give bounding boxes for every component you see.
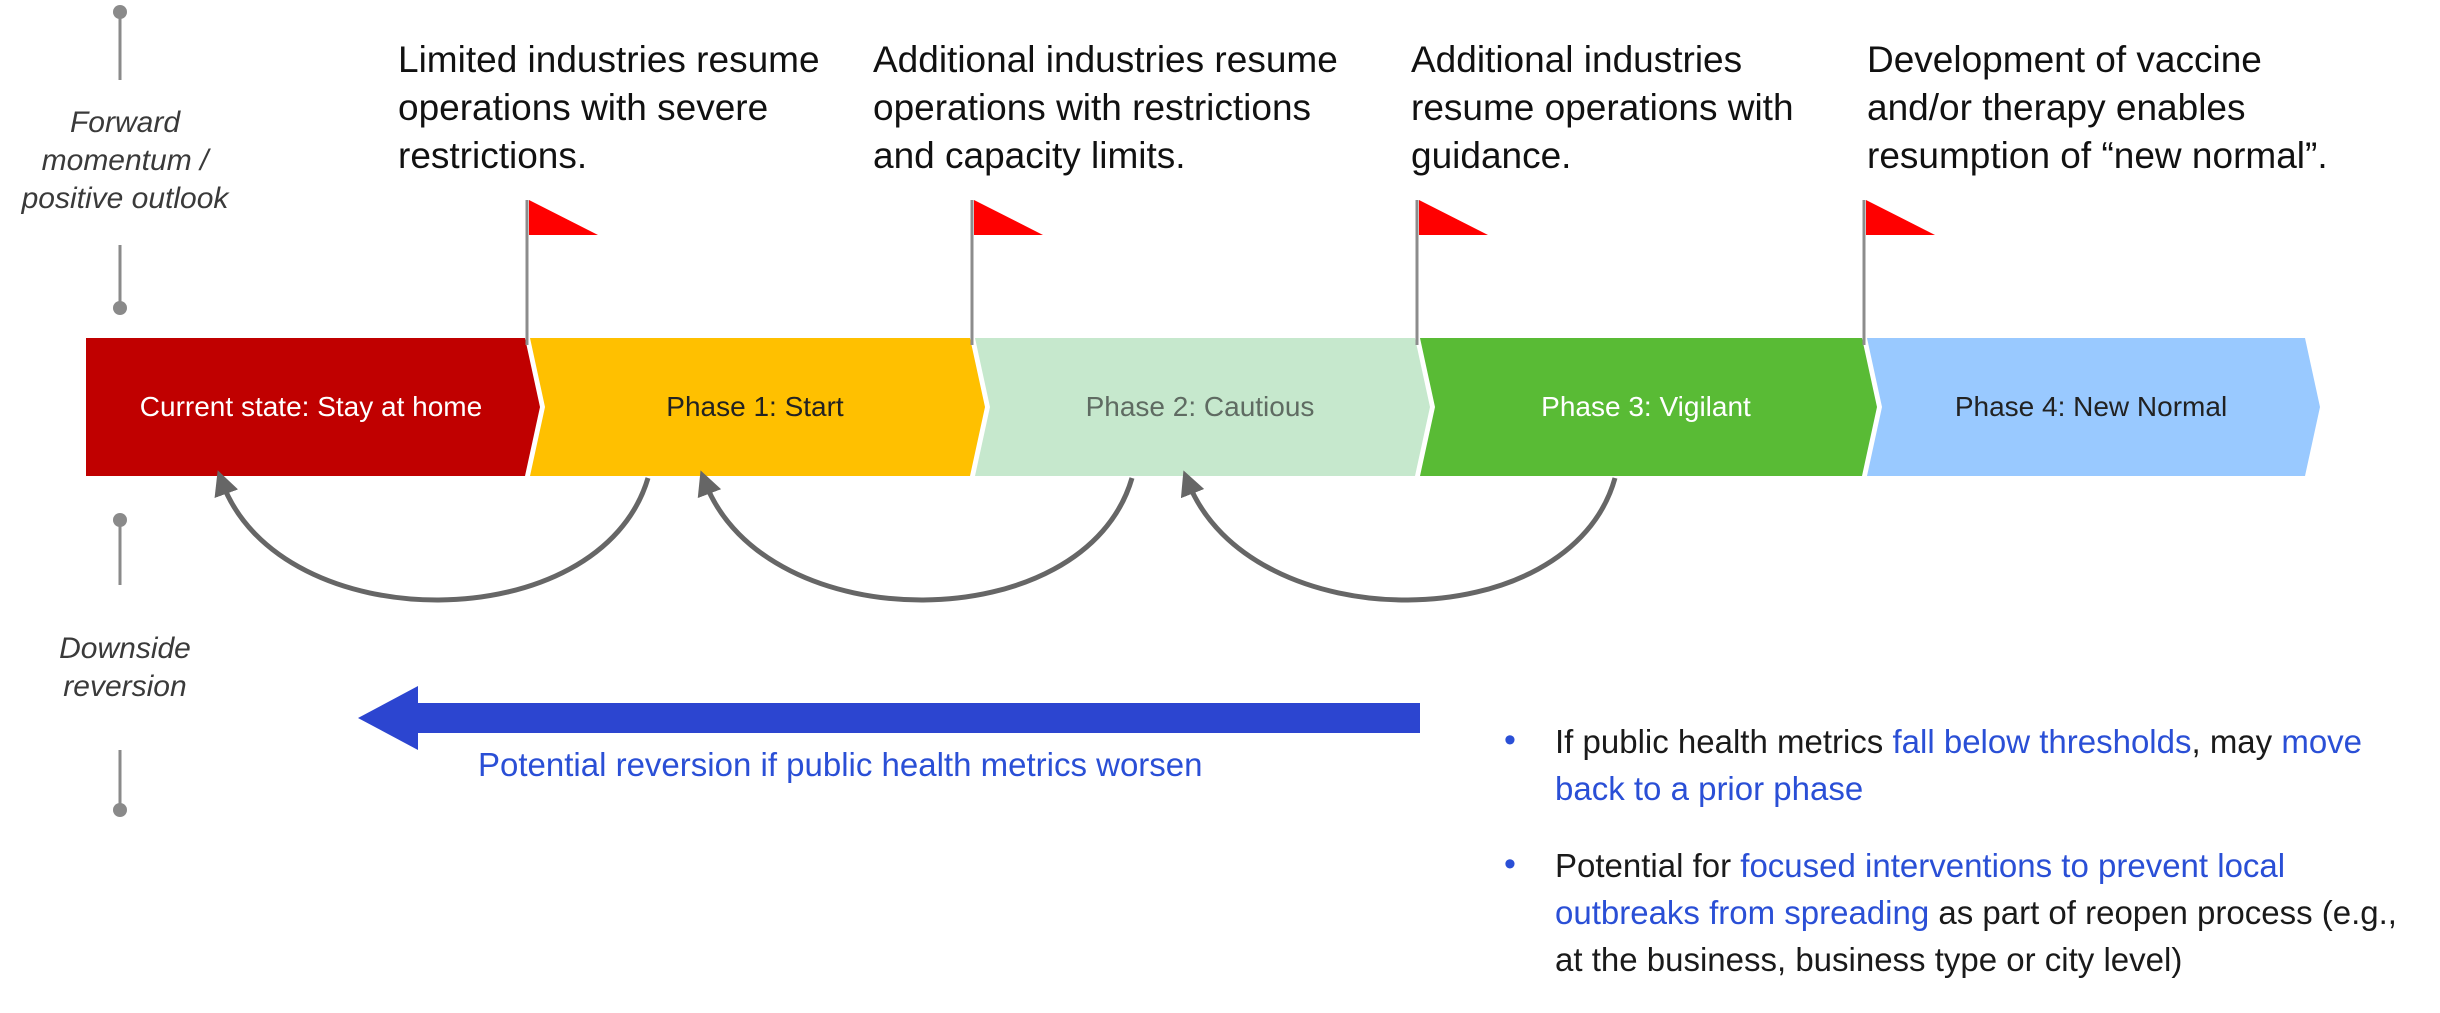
- milestone-text: Development of vaccine and/or therapy en…: [1867, 39, 2328, 176]
- phase-diagram: [86, 5, 2320, 817]
- phase-chevron: [530, 338, 985, 476]
- phase-label: Phase 1: Start: [666, 391, 844, 422]
- back-arrow-icon: [1180, 470, 1618, 603]
- upside-label: Forward momentum / positive outlook: [21, 106, 229, 215]
- phase-chevron: [975, 338, 1430, 476]
- list-item: •Potential for focused interventions to …: [1500, 842, 2430, 983]
- milestone-text: Additional industries resume operations …: [873, 39, 1338, 176]
- bullet-icon: •: [1504, 721, 1516, 759]
- back-arrow-icon: [214, 470, 651, 603]
- downside-label: Downside reversion: [59, 632, 191, 703]
- phase-label: Current state: Stay at home: [139, 391, 483, 422]
- milestone-flags: [525, 200, 1935, 345]
- phase-chevron: [1420, 338, 1877, 476]
- reversion-label: Potential reversion if public health met…: [478, 746, 1203, 783]
- list-item: •If public health metrics fall below thr…: [1500, 718, 2430, 812]
- reversion-arrow: [358, 686, 1420, 750]
- flag-icon: [970, 200, 1043, 345]
- flag-icon: [525, 200, 598, 345]
- back-arrow-icon: [697, 470, 1135, 603]
- phase-label: Phase 3: Vigilant: [1541, 391, 1751, 422]
- curved-back-arrows: [214, 470, 1618, 603]
- milestone-text: Additional industries resume operations …: [1411, 39, 1794, 176]
- phase-label: Phase 2: Cautious: [1085, 391, 1315, 422]
- phase-chevron: [86, 338, 540, 476]
- bullet-icon: •: [1504, 845, 1516, 883]
- flag-icon: [1862, 200, 1935, 345]
- phase-chevron: [1867, 338, 2320, 476]
- milestone-text: Limited industries resume operations wit…: [398, 39, 820, 176]
- flag-icon: [1415, 200, 1488, 345]
- phase-chevrons: [86, 338, 2320, 476]
- notes-list: •If public health metrics fall below thr…: [1500, 718, 2430, 1013]
- side-axis: [113, 5, 127, 817]
- phase-label: Phase 4: New Normal: [1954, 391, 2228, 422]
